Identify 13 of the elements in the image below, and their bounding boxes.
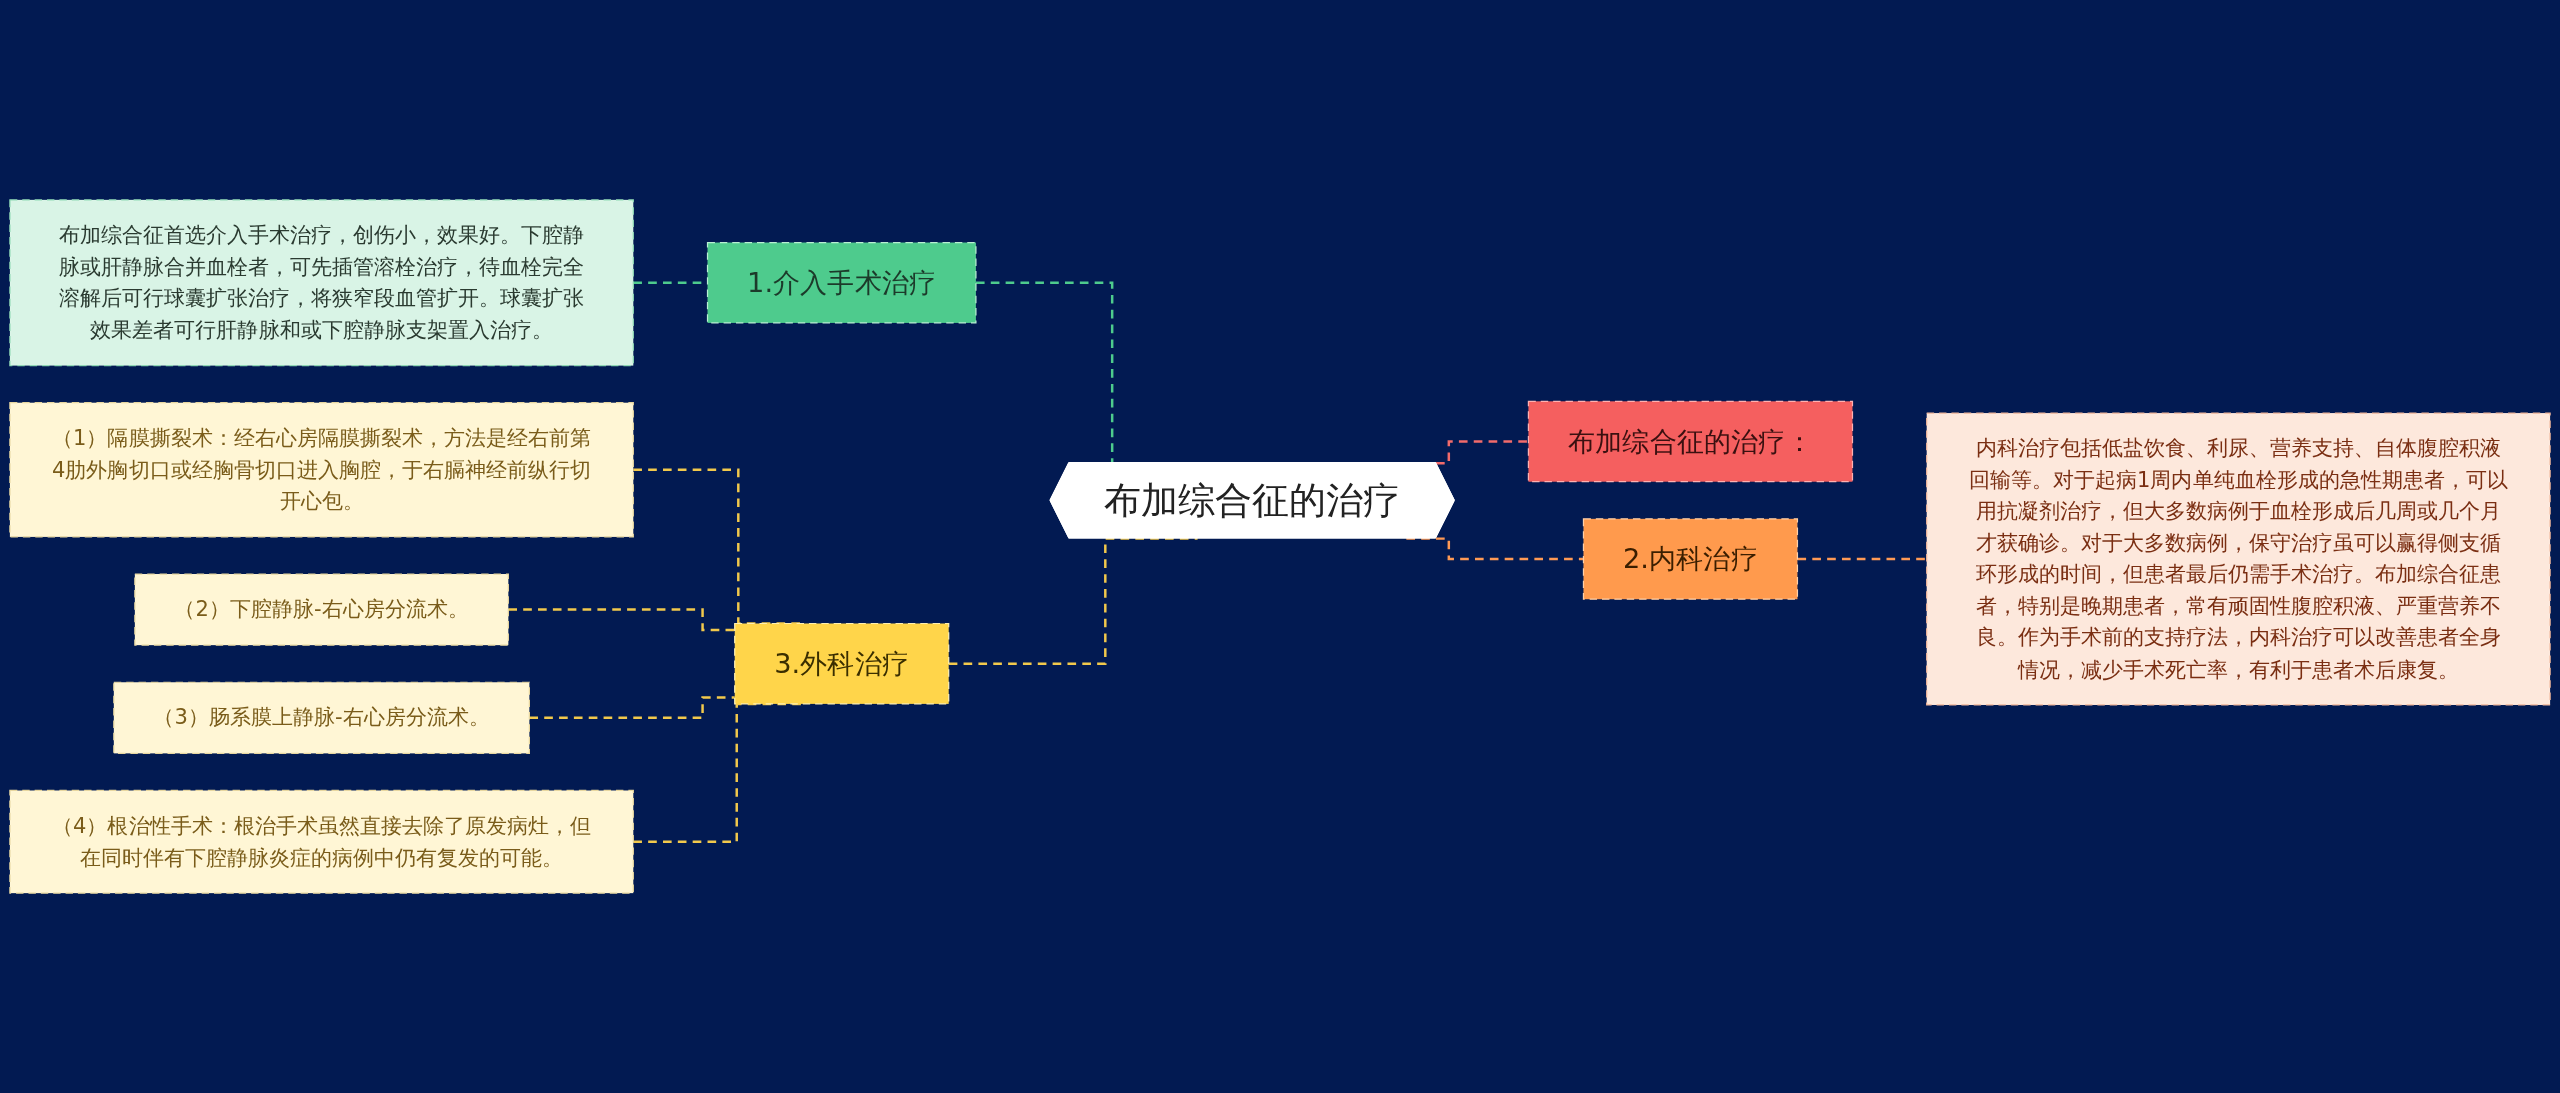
connector [529,696,735,720]
connector [508,608,735,632]
node-box: （3）肠系膜上静脉-右心房分流术。 [113,681,530,754]
node-box: 1.介入手术治疗 [706,241,977,324]
node-box: （2）下腔静脉-右心房分流术。 [134,573,509,646]
node-box: （4）根治性手术：根治手术虽然直接去除了原发病灶，但在同时伴有下腔静脉炎症的病例中仍有复发的可能。 [9,789,634,894]
connector [1797,557,1927,561]
node-box: 2.内科治疗 [1582,518,1799,600]
node-box: 布加综合征的治疗： [1527,400,1854,483]
node-box: 3.外科治疗 [734,622,950,705]
node-box: （1）隔膜撕裂术：经右心房隔膜撕裂术，方法是经右前第4肋外胸切口或经胸骨切口进入胸腔，于右膈神经前纵行切开心包。 [9,402,634,538]
node-box: 内科治疗包括低盐饮食、利尿、营养支持、自体腹腔积液回输等。对于起病1周内单纯血栓形成的急性期患者，可以用抗凝剂治疗，但大多数病例于血栓形成后几周或几个月才获确诊。对于大多数病例，保守治疗虽可以赢得侧支循环形成的时间，但患者最后仍需手术治疗。布加综合征患者，特别是晚期患者，常有顽固性腹腔积液、严重营养不良。作为手术前的支持疗法，内科治疗可以改善患者全身情况，减少手术死亡率，有利于患者术后康复。 [1926,412,2551,706]
node-box: 布加综合征首选介入手术治疗，创伤小，效果好。下腔静脉或肝静脉合并血栓者，可先插管溶栓治疗，待血栓完全溶解后可行球囊扩张治疗，将狭窄段血管扩开。球囊扩张效果差者可行肝静脉和或下腔静脉支架置入治疗。 [9,199,634,367]
